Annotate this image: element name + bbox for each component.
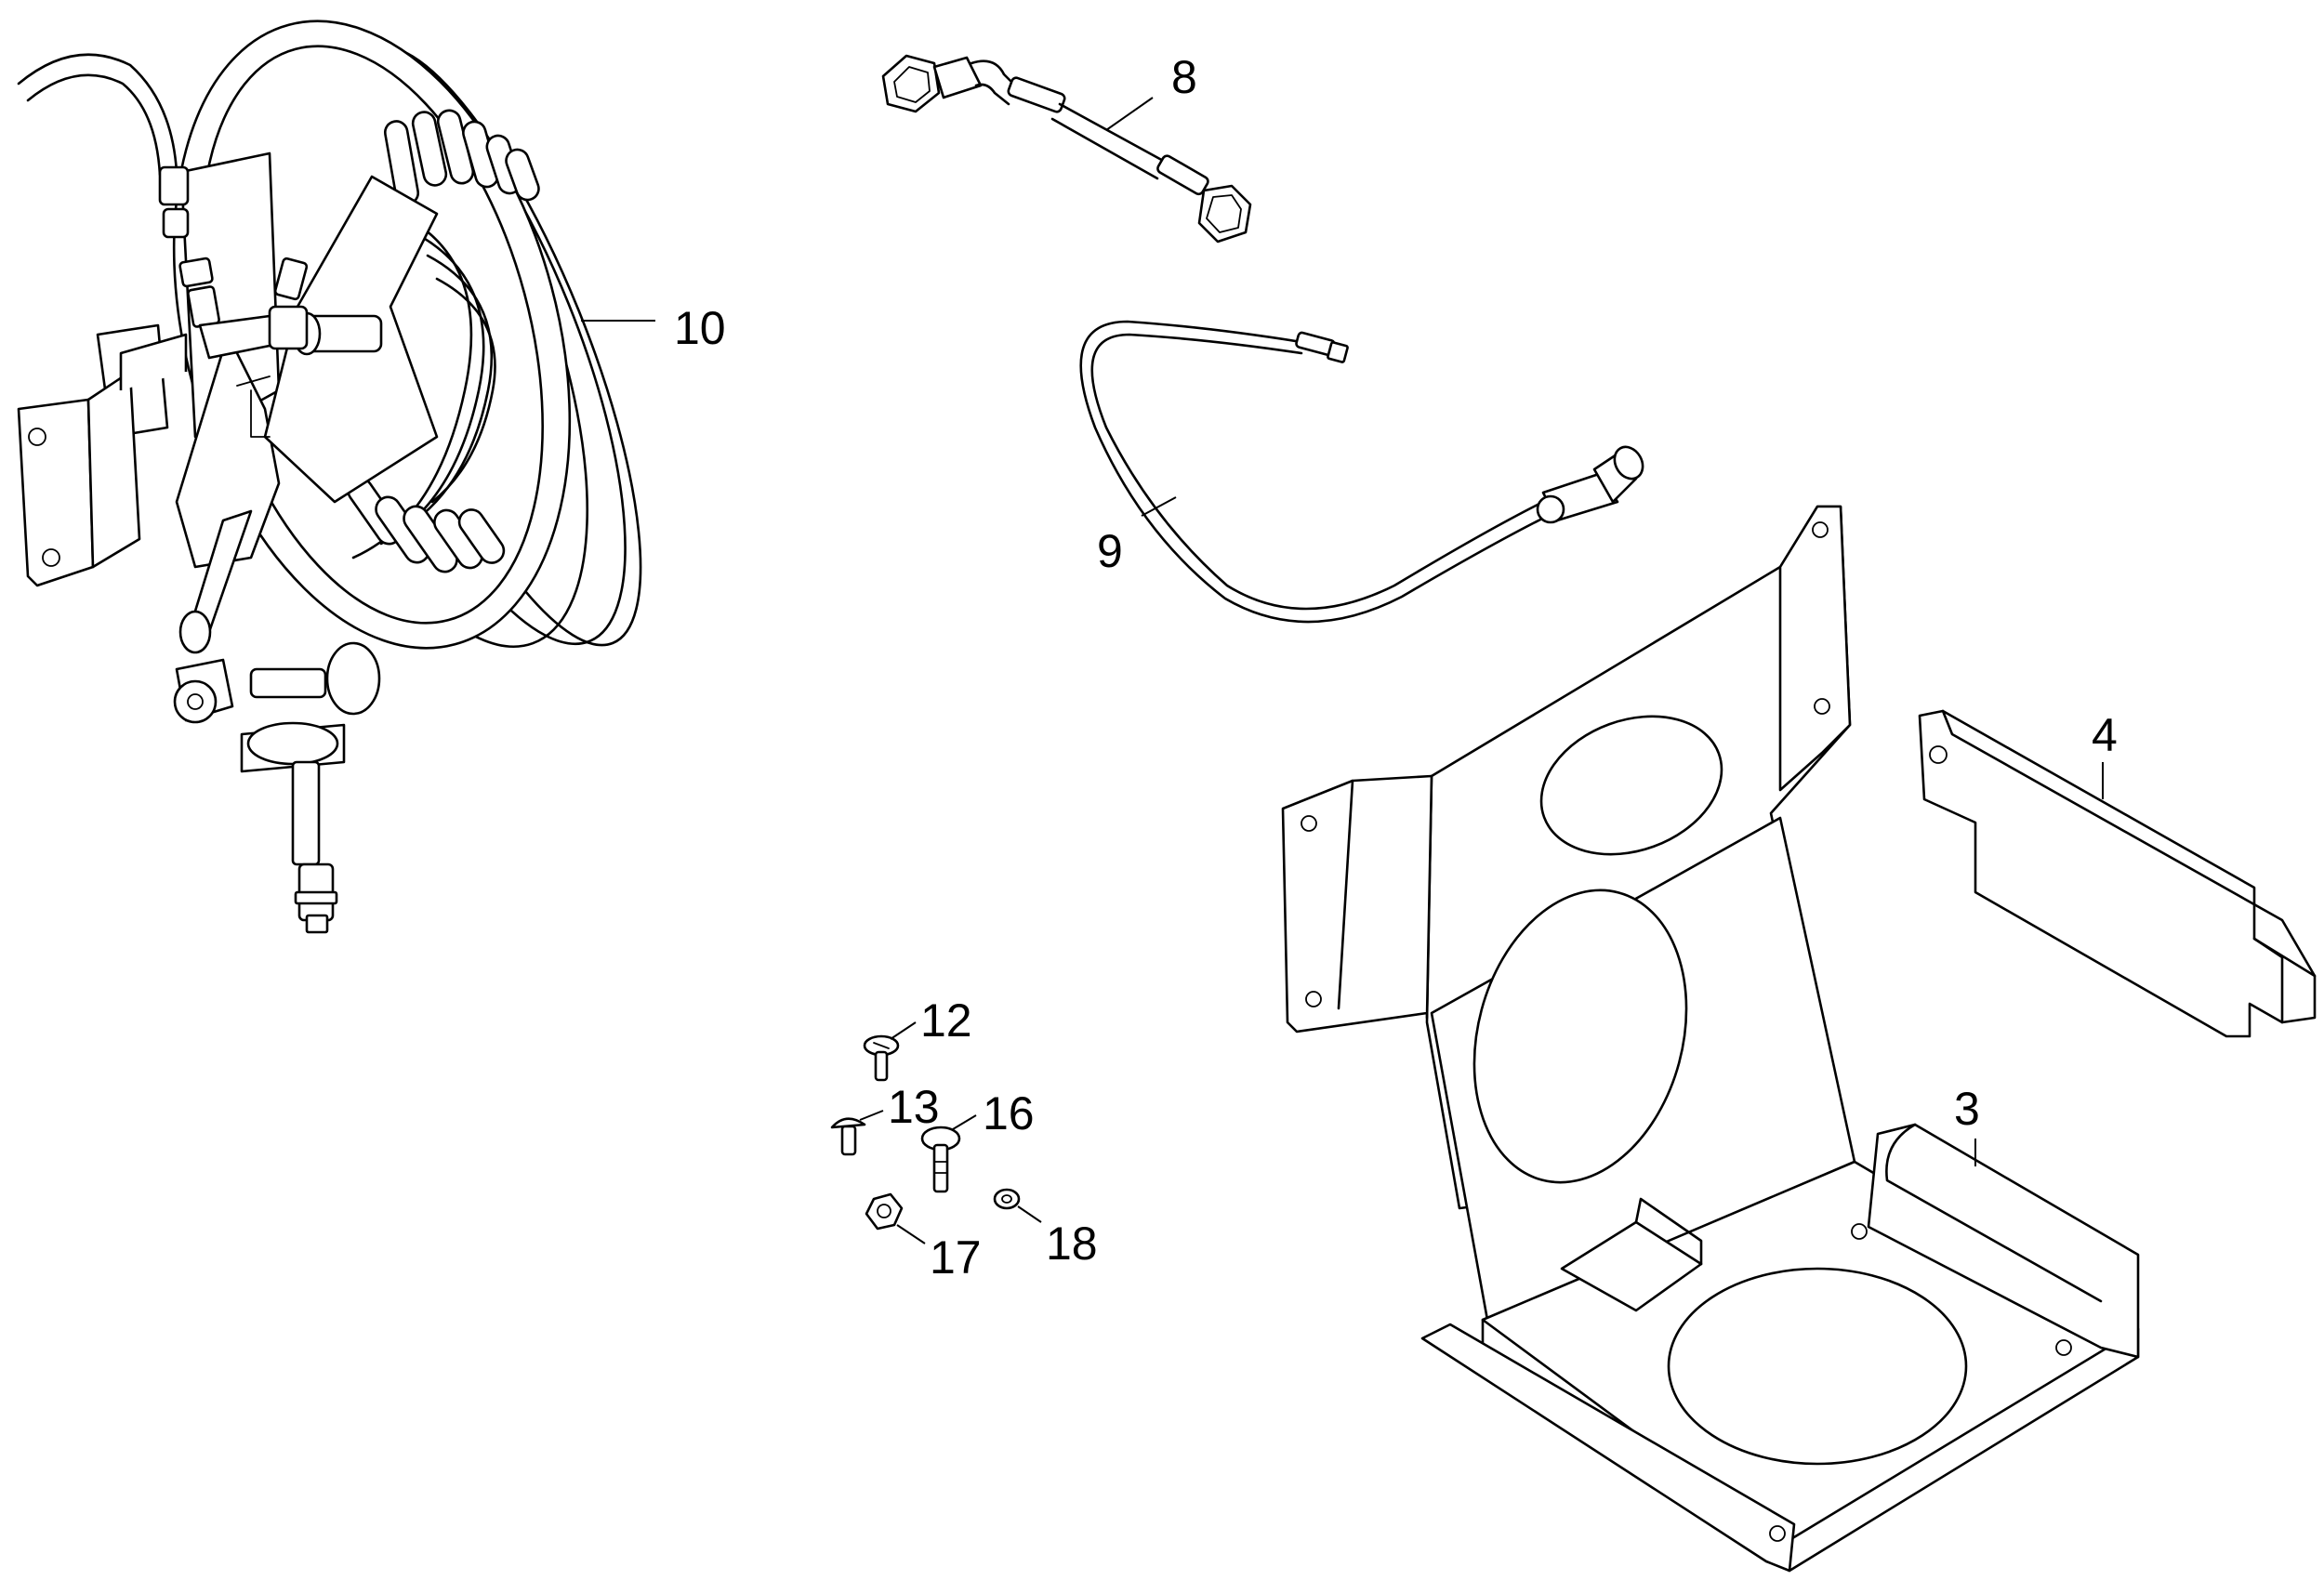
hose-coils-top bbox=[383, 109, 540, 205]
leader-line-9 bbox=[1141, 496, 1177, 517]
part-12-screw bbox=[863, 1034, 900, 1082]
part-10-hose-reel bbox=[17, 20, 642, 934]
part-9-hose bbox=[1079, 320, 1644, 624]
part-18-washer bbox=[993, 1188, 1021, 1210]
part-13-screw bbox=[830, 1117, 866, 1156]
leader-line-16 bbox=[952, 1114, 977, 1130]
callout-8: 8 bbox=[1171, 51, 1197, 103]
leader-line-17 bbox=[896, 1224, 926, 1244]
leader-line-12 bbox=[890, 1021, 917, 1040]
part-4-plate bbox=[1918, 709, 2317, 1038]
leader-line-13 bbox=[859, 1110, 884, 1121]
callout-18: 18 bbox=[1046, 1218, 1098, 1270]
callout-9: 9 bbox=[1097, 525, 1123, 577]
callout-13: 13 bbox=[888, 1081, 940, 1133]
part-16-bolt bbox=[920, 1126, 961, 1193]
callout-10: 10 bbox=[674, 302, 726, 354]
callout-17: 17 bbox=[930, 1231, 982, 1284]
part-8-connecting-hose bbox=[881, 54, 1252, 244]
hose-coils-bottom bbox=[347, 477, 506, 573]
callout-4: 4 bbox=[2092, 709, 2118, 761]
leader-line-8 bbox=[1105, 97, 1154, 131]
callout-16: 16 bbox=[983, 1087, 1035, 1139]
part-17-nut bbox=[865, 1192, 904, 1231]
callout-3: 3 bbox=[1954, 1083, 1980, 1135]
part-3-mounting-bracket bbox=[1281, 505, 2140, 1573]
callout-12: 12 bbox=[920, 994, 972, 1047]
leader-line-18 bbox=[1017, 1205, 1042, 1223]
